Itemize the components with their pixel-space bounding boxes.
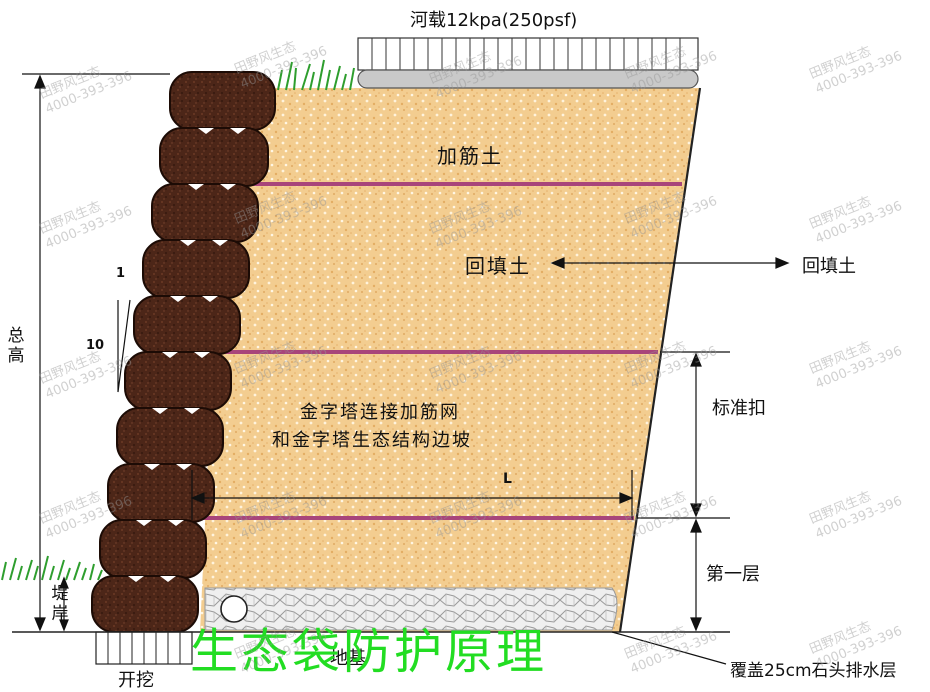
length-label: L [503, 471, 512, 487]
mesh-label-line2: 和金字塔生态结构边坡 [272, 430, 472, 451]
batter-top-label: 1 [116, 266, 126, 281]
foundation-label: 地基 [330, 648, 366, 669]
batter-indicator [117, 299, 131, 393]
eco-bag [133, 295, 241, 355]
eco-bag [142, 239, 250, 299]
drain-pipe [220, 595, 248, 623]
eco-bag [124, 351, 232, 411]
eco-bag [151, 183, 259, 243]
gravel-drainage-layer [204, 587, 618, 631]
standard-spacing-dimension [636, 351, 730, 519]
total-height-label: 总高 [7, 326, 25, 366]
eco-bag-stack [91, 71, 276, 633]
first-layer-label: 第一层 [706, 564, 760, 585]
backfill-outside-label: 回填土 [802, 256, 856, 277]
drainage-pointer [611, 631, 727, 665]
embankment-dimension [59, 576, 69, 632]
diagram-title: 生态袋防护原理 [190, 624, 548, 680]
surcharge-load-block [357, 37, 699, 89]
first-layer-dimension [690, 518, 702, 632]
reinforced-soil-mass [200, 88, 700, 632]
excavation-label: 开挖 [118, 670, 154, 691]
eco-bag [91, 575, 199, 633]
embankment-label: 堤岸 [51, 584, 69, 624]
eco-bag [99, 519, 207, 579]
eco-bag [107, 463, 215, 523]
grass-top [277, 59, 355, 91]
total-height-dimension [22, 73, 170, 632]
eco-bag [169, 71, 276, 131]
length-dimension [190, 470, 634, 520]
mesh-label-line1: 金字塔连接加筋网 [300, 402, 460, 423]
connector-marks [128, 128, 246, 582]
backfill-arrows [550, 257, 790, 269]
batter-side-label: 10 [86, 338, 105, 353]
eco-bag [159, 127, 269, 187]
eco-bag [116, 407, 224, 467]
back-slope-line [618, 87, 702, 633]
reinforced-soil-label: 加筋土 [437, 144, 503, 168]
drainage-label: 覆盖25cm石头排水层 [730, 661, 897, 681]
standard-spacing-label: 标准扣 [712, 398, 766, 419]
backfill-inside-label: 回填土 [465, 254, 531, 278]
grass-bottom [1, 555, 103, 581]
surcharge-label: 河载12kpa(250psf) [410, 10, 578, 31]
excavation-footing [95, 631, 193, 665]
